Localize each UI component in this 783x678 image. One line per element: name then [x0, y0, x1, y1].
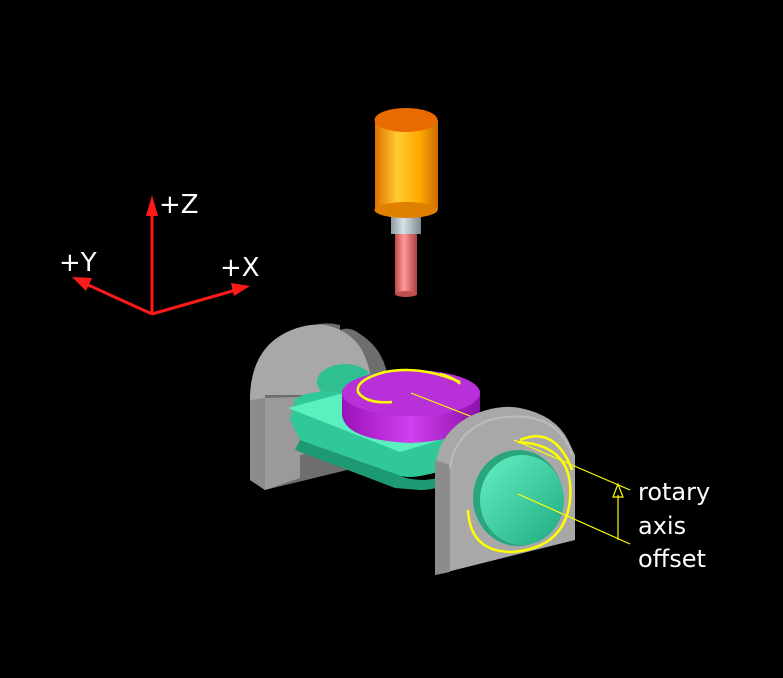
x-axis-label: +X [220, 253, 260, 283]
cutting-tool [395, 232, 417, 294]
y-axis-line [85, 282, 153, 316]
z-axis-label: +Z [159, 190, 199, 220]
annotation-line-3: offset [638, 545, 706, 573]
upper-leader-line [513, 439, 631, 491]
y-axis-label: +Y [59, 248, 97, 278]
trunnion-rotation-arrow-icon [466, 440, 572, 554]
rotary-axis-offset-annotation: rotary axis offset [513, 439, 710, 573]
annotation-line-2: axis [638, 512, 686, 540]
right-trunnion-support [435, 406, 575, 575]
annotation-line-1: rotary [638, 478, 710, 506]
axis-triad: +Z +Y +X [59, 190, 260, 316]
lower-leader-line [517, 493, 631, 545]
tool-tip [395, 291, 417, 297]
right-trunnion-disc [480, 455, 564, 545]
spindle-top [374, 108, 438, 132]
rotary-table-rotation-arrow-icon [356, 368, 461, 404]
x-axis-line [151, 288, 237, 316]
spindle-assembly [374, 108, 438, 297]
spindle-body [375, 120, 438, 210]
rotary-table [342, 368, 480, 443]
y-axis-arrow-icon [72, 277, 92, 291]
offset-dimension-arrow-icon [612, 482, 624, 498]
spindle-bottom [374, 202, 438, 218]
x-axis-arrow-icon [231, 283, 250, 296]
z-axis-arrow-icon [146, 195, 158, 216]
rotary-table-center-line [410, 392, 476, 419]
